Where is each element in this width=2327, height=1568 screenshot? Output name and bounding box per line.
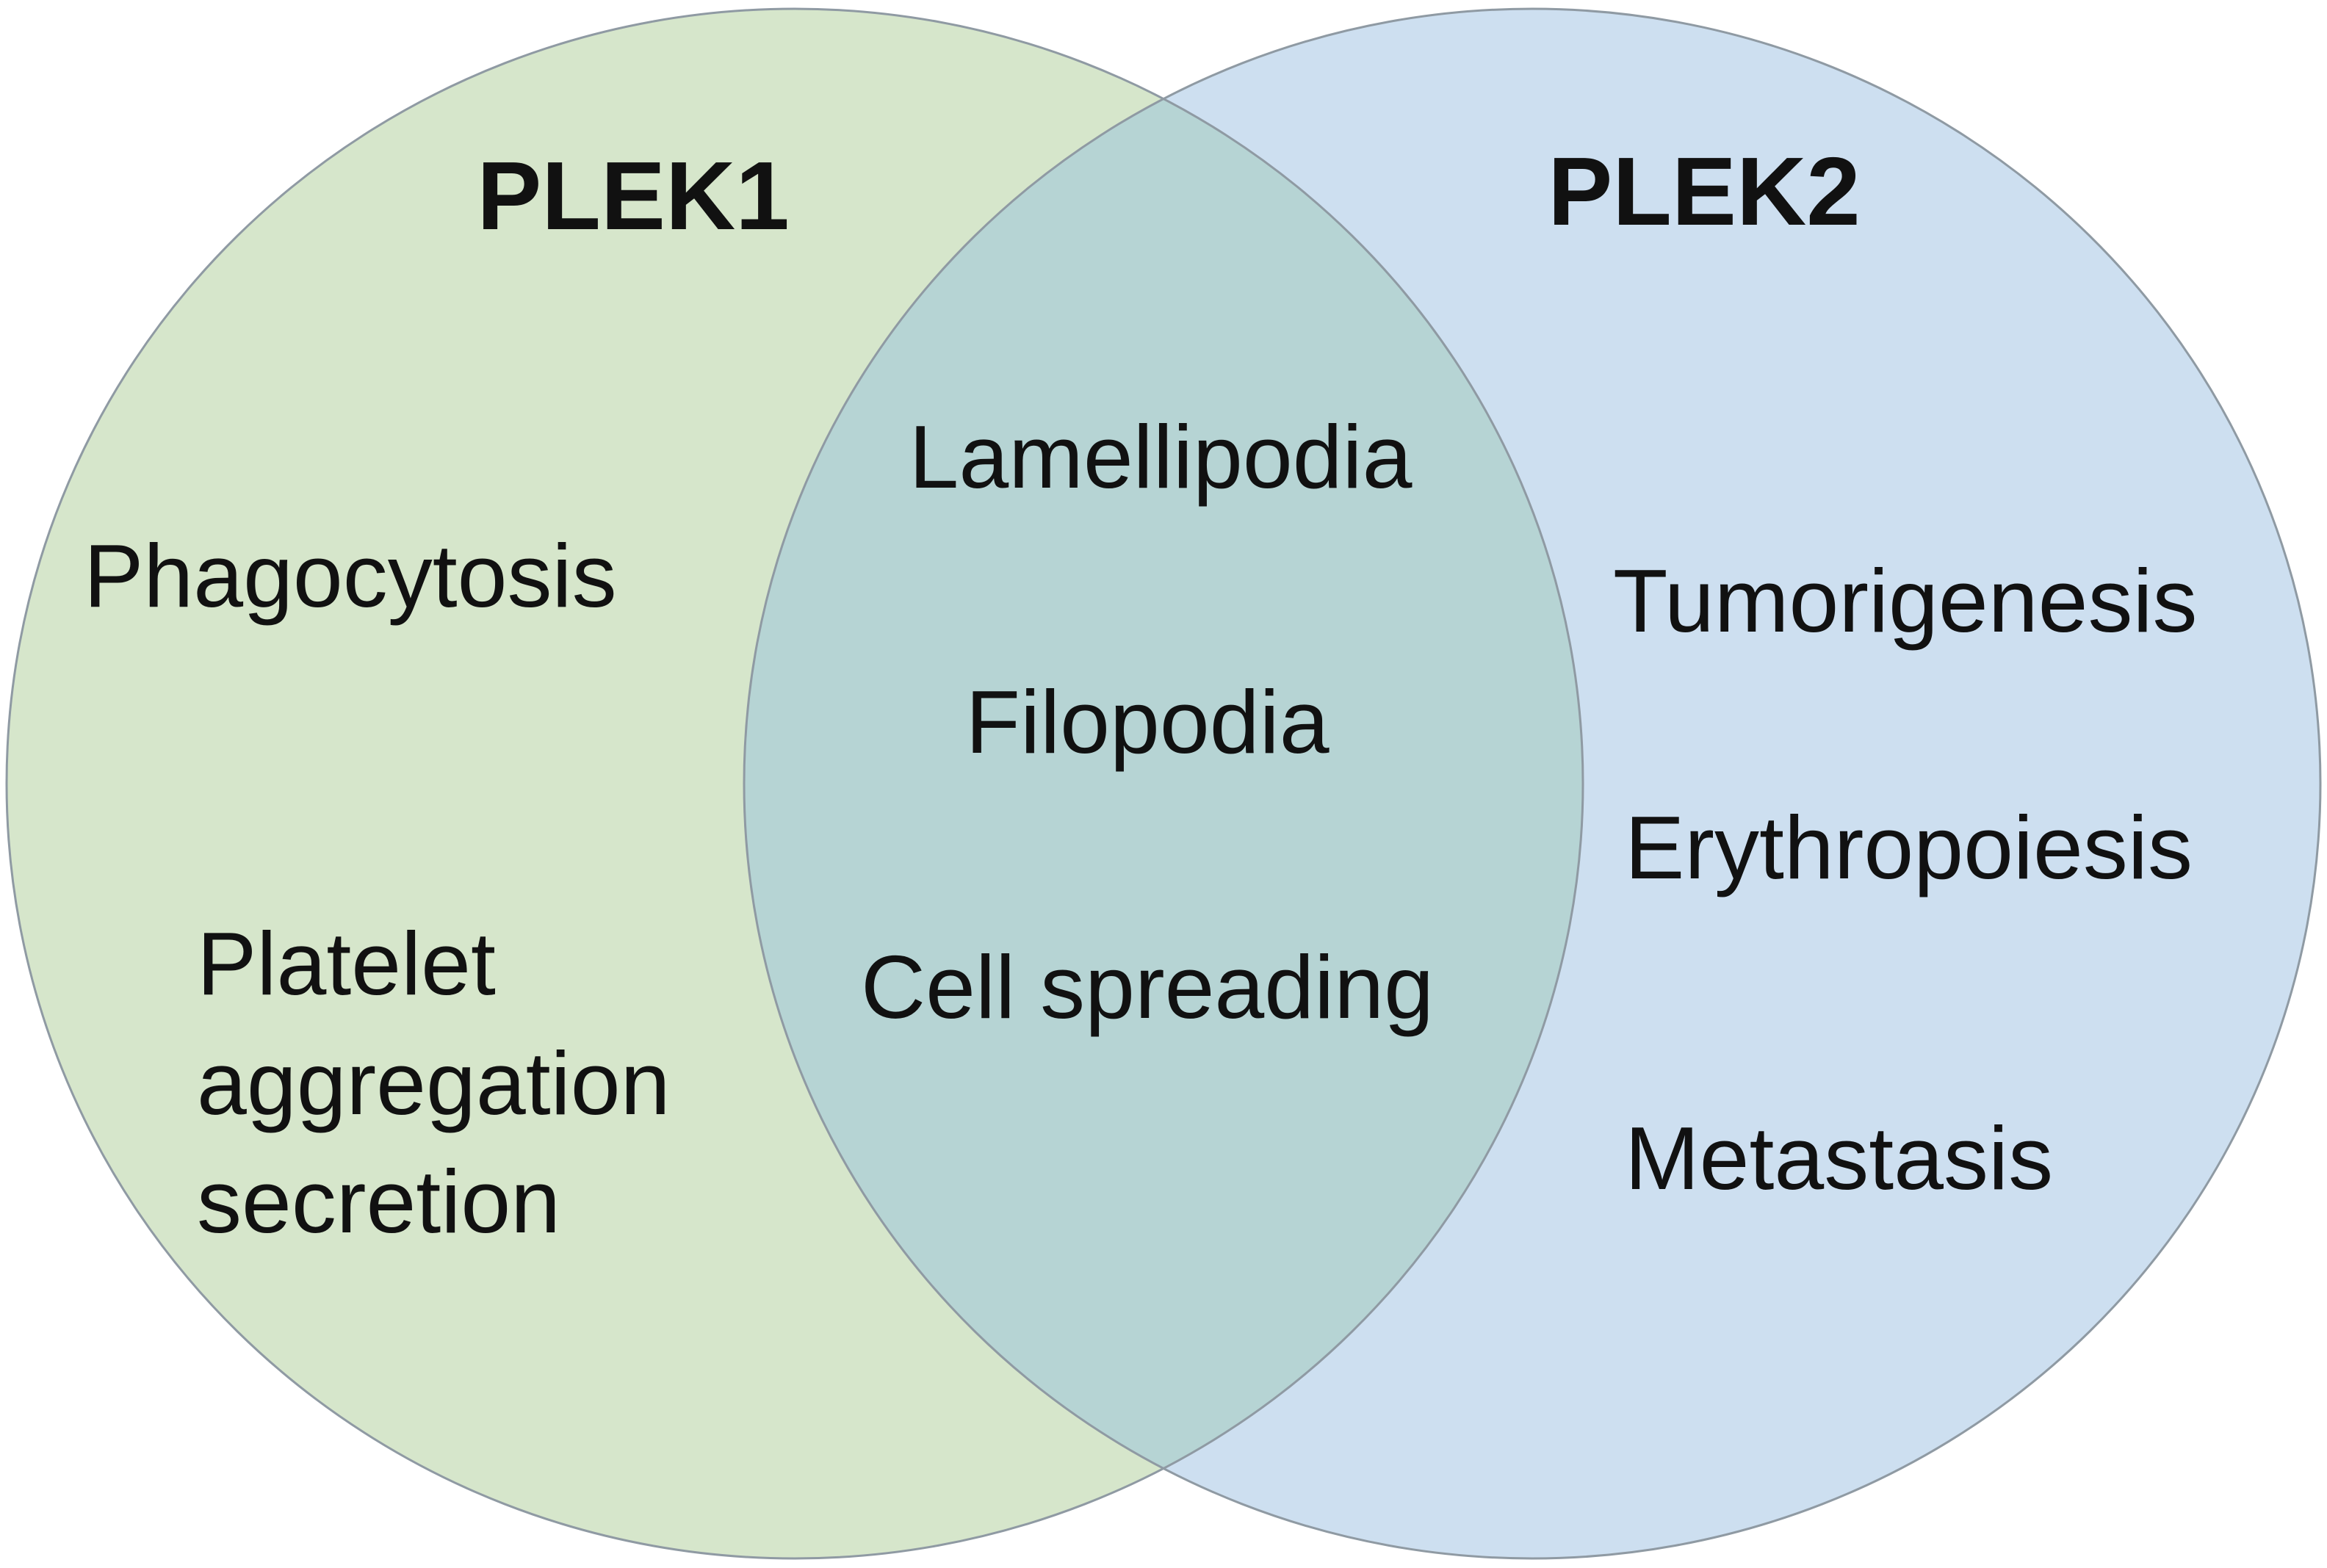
overlap-region — [744, 9, 1583, 1558]
plek2-outline — [743, 7, 2322, 1560]
plek1-title: PLEK1 — [477, 142, 789, 250]
shared-item-filopodia: Filopodia — [965, 672, 1329, 772]
plek2-item-tumorigenesis: Tumorigenesis — [1613, 551, 2198, 651]
plek2-item-metastasis: Metastasis — [1625, 1108, 2053, 1208]
shared-item-cell-spreading: Cell spreading — [861, 937, 1434, 1037]
shared-item-lamellipodia: Lamellipodia — [909, 407, 1413, 507]
plek1-item-secretion: secretion — [197, 1152, 560, 1251]
plek1-item-phagocytosis: Phagocytosis — [84, 526, 617, 626]
plek1-outline — [5, 7, 1584, 1560]
plek1-item-platelet: Platelet — [197, 914, 496, 1014]
plek2-title: PLEK2 — [1548, 137, 1860, 245]
plek2-item-erythropoiesis: Erythropoiesis — [1625, 798, 2193, 897]
plek1-item-aggregation: aggregation — [197, 1033, 670, 1133]
